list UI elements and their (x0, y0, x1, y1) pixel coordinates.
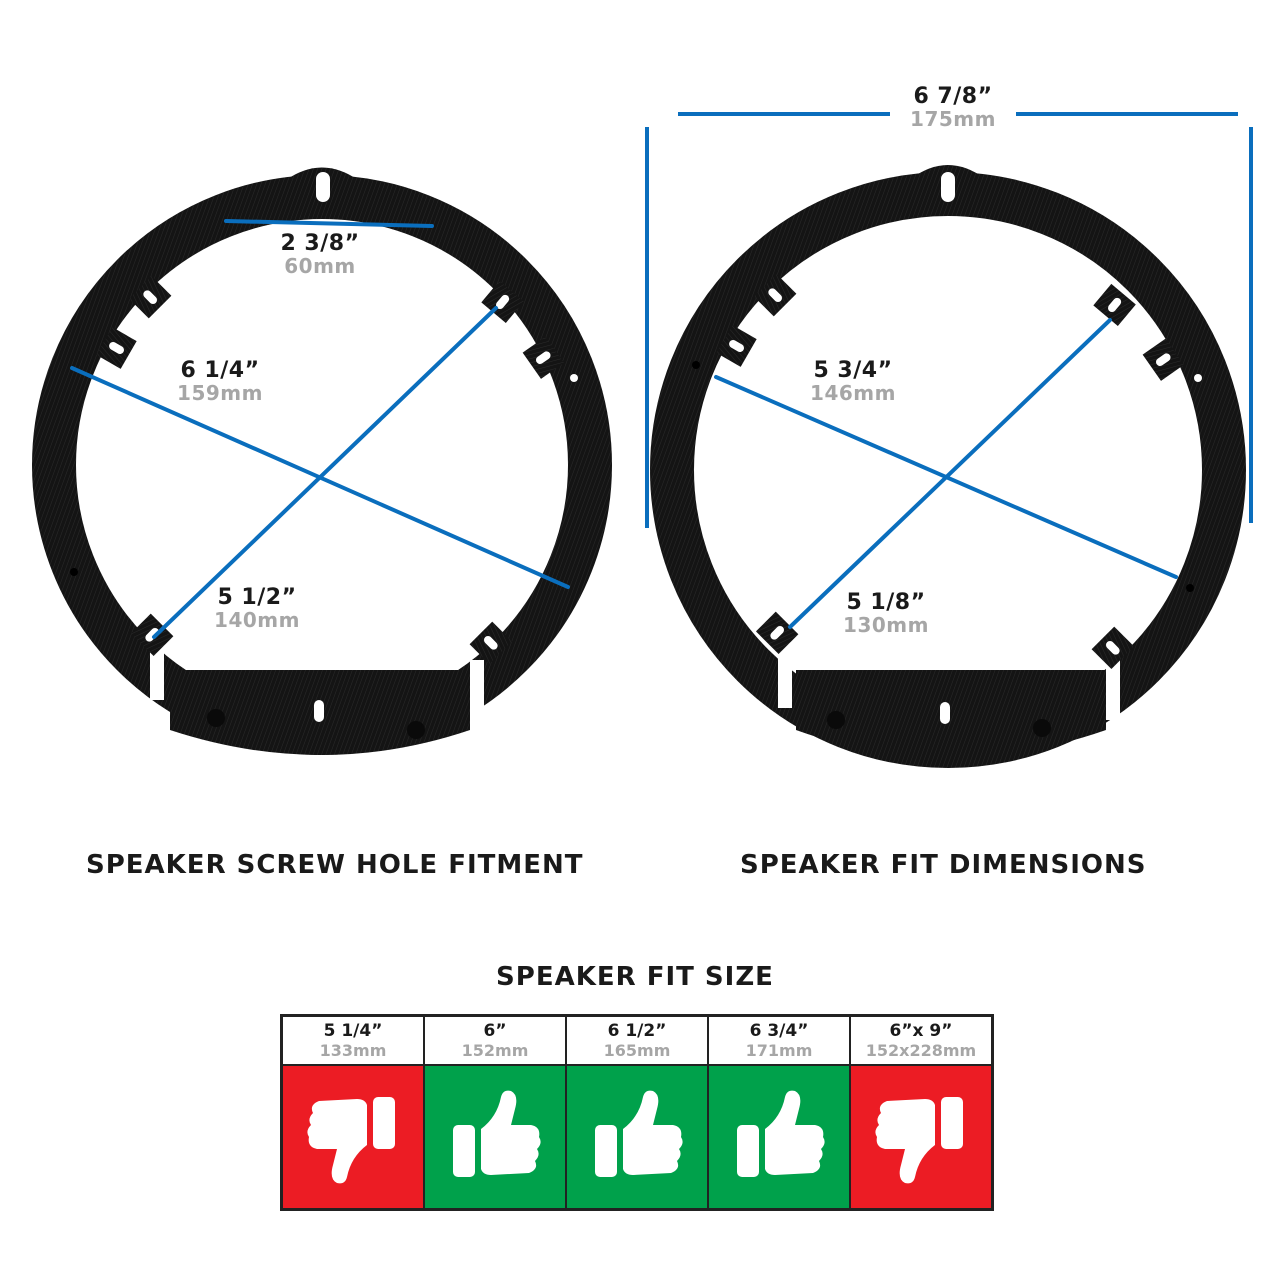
dim-metric: 175mm (910, 107, 996, 131)
fit-size-cell: 6 3/4”171mm (707, 1014, 851, 1066)
left-caption: SPEAKER SCREW HOLE FITMENT (86, 850, 584, 880)
size-metric: 171mm (745, 1040, 813, 1060)
size-metric: 152mm (461, 1040, 529, 1060)
left-measure-lines (70, 219, 570, 639)
fit-size-cell: 6 1/2”165mm (565, 1014, 709, 1066)
fit-size-cell: 6”152mm (423, 1014, 567, 1066)
dim-label-inner-holes: 5 1/2” 140mm (187, 585, 327, 632)
size-imperial: 6”x 9” (889, 1020, 953, 1041)
right-caption: SPEAKER FIT DIMENSIONS (740, 850, 1147, 880)
dim-imperial: 5 3/4” (813, 358, 893, 383)
dim-metric: 130mm (843, 613, 929, 637)
thumbs-up-icon (453, 1090, 541, 1177)
dim-metric: 146mm (810, 381, 896, 405)
size-metric: 152x228mm (865, 1040, 977, 1060)
size-metric: 133mm (319, 1040, 387, 1060)
fit-result-yes (707, 1064, 851, 1211)
dim-label-max-diameter: 5 3/4” 146mm (783, 358, 923, 405)
thumbs-up-icon (737, 1090, 825, 1177)
size-imperial: 5 1/4” (323, 1020, 383, 1041)
speaker-fit-table: 5 1/4”133mm 6”152mm 6 1/2”165mm 6 3/4”17… (280, 1014, 994, 1211)
dim-imperial: 2 3/8” (280, 231, 360, 256)
thumbs-up-icon (595, 1090, 683, 1177)
left-adapter-ring (32, 167, 612, 755)
dim-metric: 140mm (214, 608, 300, 632)
fit-size-header-row: 5 1/4”133mm 6”152mm 6 1/2”165mm 6 3/4”17… (280, 1014, 994, 1066)
right-measure-lines (645, 112, 1253, 629)
fit-result-yes (565, 1064, 709, 1211)
dim-label-screw-spacing: 2 3/8” 60mm (250, 231, 390, 278)
dim-metric: 159mm (177, 381, 263, 405)
right-adapter-ring (650, 165, 1246, 768)
dim-metric: 60mm (284, 254, 356, 278)
size-imperial: 6” (483, 1020, 507, 1041)
dim-imperial: 6 1/4” (180, 358, 260, 383)
size-metric: 165mm (603, 1040, 671, 1060)
fit-result-yes (423, 1064, 567, 1211)
dim-imperial: 5 1/8” (846, 590, 926, 615)
size-imperial: 6 1/2” (607, 1020, 667, 1041)
dim-label-outer-holes: 6 1/4” 159mm (150, 358, 290, 405)
fit-size-cell: 6”x 9”152x228mm (849, 1014, 994, 1066)
dim-label-overall-width: 6 7/8” 175mm (893, 84, 1013, 131)
thumbs-down-icon (875, 1097, 963, 1184)
fit-result-no (280, 1064, 425, 1211)
dim-imperial: 5 1/2” (217, 585, 297, 610)
fit-result-no (849, 1064, 994, 1211)
thumbs-down-icon (307, 1097, 395, 1184)
adapter-diagrams (32, 112, 1253, 768)
dim-label-min-diameter: 5 1/8” 130mm (816, 590, 956, 637)
size-imperial: 6 3/4” (749, 1020, 809, 1041)
dim-imperial: 6 7/8” (913, 84, 993, 109)
fit-result-row (280, 1064, 994, 1211)
fit-table-title: SPEAKER FIT SIZE (496, 962, 774, 992)
fit-size-cell: 5 1/4”133mm (280, 1014, 425, 1066)
